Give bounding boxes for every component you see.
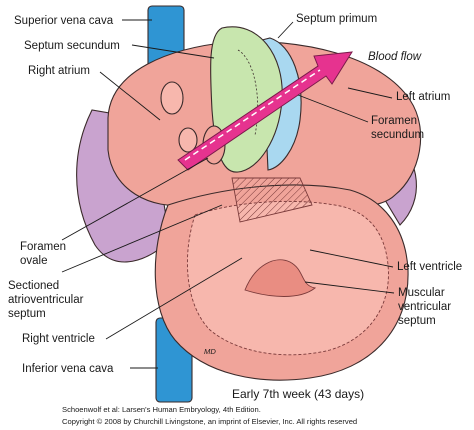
label-sectioned-av-septum-line2: atrioventricular [8,294,84,306]
label-sectioned-av-septum-line3: septum [8,308,46,320]
label-right-ventricle: Right ventricle [22,333,95,345]
label-septum-primum: Septum primum [296,13,377,25]
artist-signature: MD [204,347,216,356]
label-inferior-vena-cava: Inferior vena cava [22,363,114,375]
label-left-ventricle: Left ventricle [397,261,462,273]
label-foramen-secundum-line2: secundum [371,129,424,141]
muscular-ventricular-septum [244,259,317,297]
credit-line-2: Copyright © 2008 by Churchill Livingston… [62,417,357,426]
label-muscular-vs-line3: septum [398,315,436,327]
figure-caption: Early 7th week (43 days) [232,387,364,401]
right-atrium-opening [160,81,184,115]
label-foramen-secundum-line1: Foramen [371,115,417,127]
label-right-atrium: Right atrium [28,65,90,77]
label-superior-vena-cava: Superior vena cava [14,15,114,27]
label-muscular-vs-line1: Muscular [398,287,445,299]
right-atrium-opening-lower [178,127,198,153]
label-septum-secundum: Septum secundum [24,40,120,52]
label-blood-flow: Blood flow [368,51,422,63]
sectioned-av-septum [231,177,313,223]
label-foramen-ovale-line2: ovale [20,255,48,267]
label-muscular-vs-line2: ventricular [398,301,451,313]
label-sectioned-av-septum-line1: Sectioned [8,280,59,292]
blood-flow-arrow [177,51,353,171]
credit-line-1: Schoenwolf et al: Larsen's Human Embryol… [62,405,261,414]
label-foramen-ovale-line1: Foramen [20,241,66,253]
label-left-atrium: Left atrium [396,91,450,103]
